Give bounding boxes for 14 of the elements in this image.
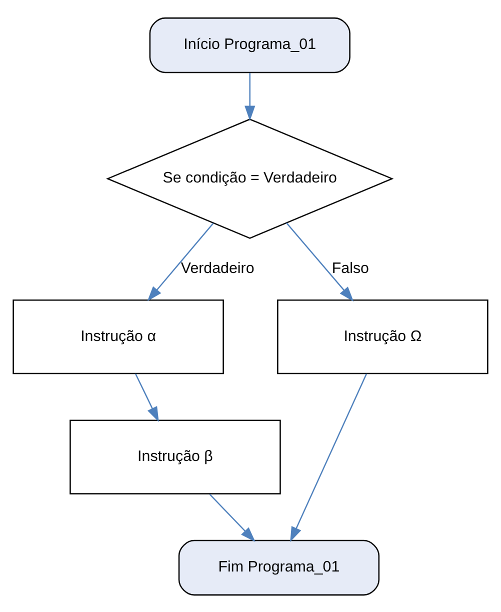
node-diamond: Se condição = Verdadeiro: [106, 118, 394, 238]
arrow: [290, 373, 368, 542]
edge-label: Verdadeiro: [180, 260, 254, 277]
arrow: [209, 493, 256, 542]
node-box: Instrução α: [12, 299, 224, 374]
node-box: Instrução β: [70, 419, 281, 494]
node-box: Início Programa_01: [149, 16, 350, 73]
arrow: [286, 222, 354, 302]
node-box: Fim Programa_01: [178, 539, 380, 596]
node-box: Instrução Ω: [277, 299, 488, 374]
arrow: [244, 72, 256, 120]
edge-label: Falso: [332, 260, 369, 277]
arrow: [147, 222, 214, 301]
arrow: [134, 372, 159, 422]
